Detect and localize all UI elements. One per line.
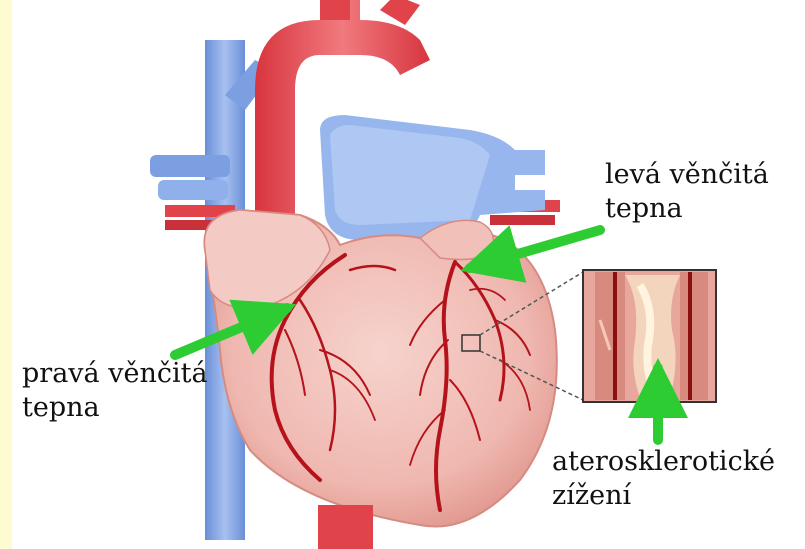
label-right-coronary-line1: pravá věnčitá bbox=[22, 357, 208, 391]
label-left-coronary-artery: levá věnčitá tepna bbox=[605, 158, 769, 226]
label-right-coronary-line2: tepna bbox=[22, 391, 208, 425]
label-left-coronary-line2: tepna bbox=[605, 192, 769, 226]
inferior-aorta-stub bbox=[318, 505, 373, 549]
label-atherosclerotic-line2: zížení bbox=[552, 479, 775, 513]
label-atherosclerotic-narrowing: aterosklerotické zížení bbox=[552, 445, 775, 513]
label-right-coronary-artery: pravá věnčitá tepna bbox=[22, 357, 208, 425]
label-atherosclerotic-line1: aterosklerotické bbox=[552, 445, 775, 479]
artery-cross-section-inset bbox=[583, 270, 716, 402]
label-left-coronary-line1: levá věnčitá bbox=[605, 158, 769, 192]
